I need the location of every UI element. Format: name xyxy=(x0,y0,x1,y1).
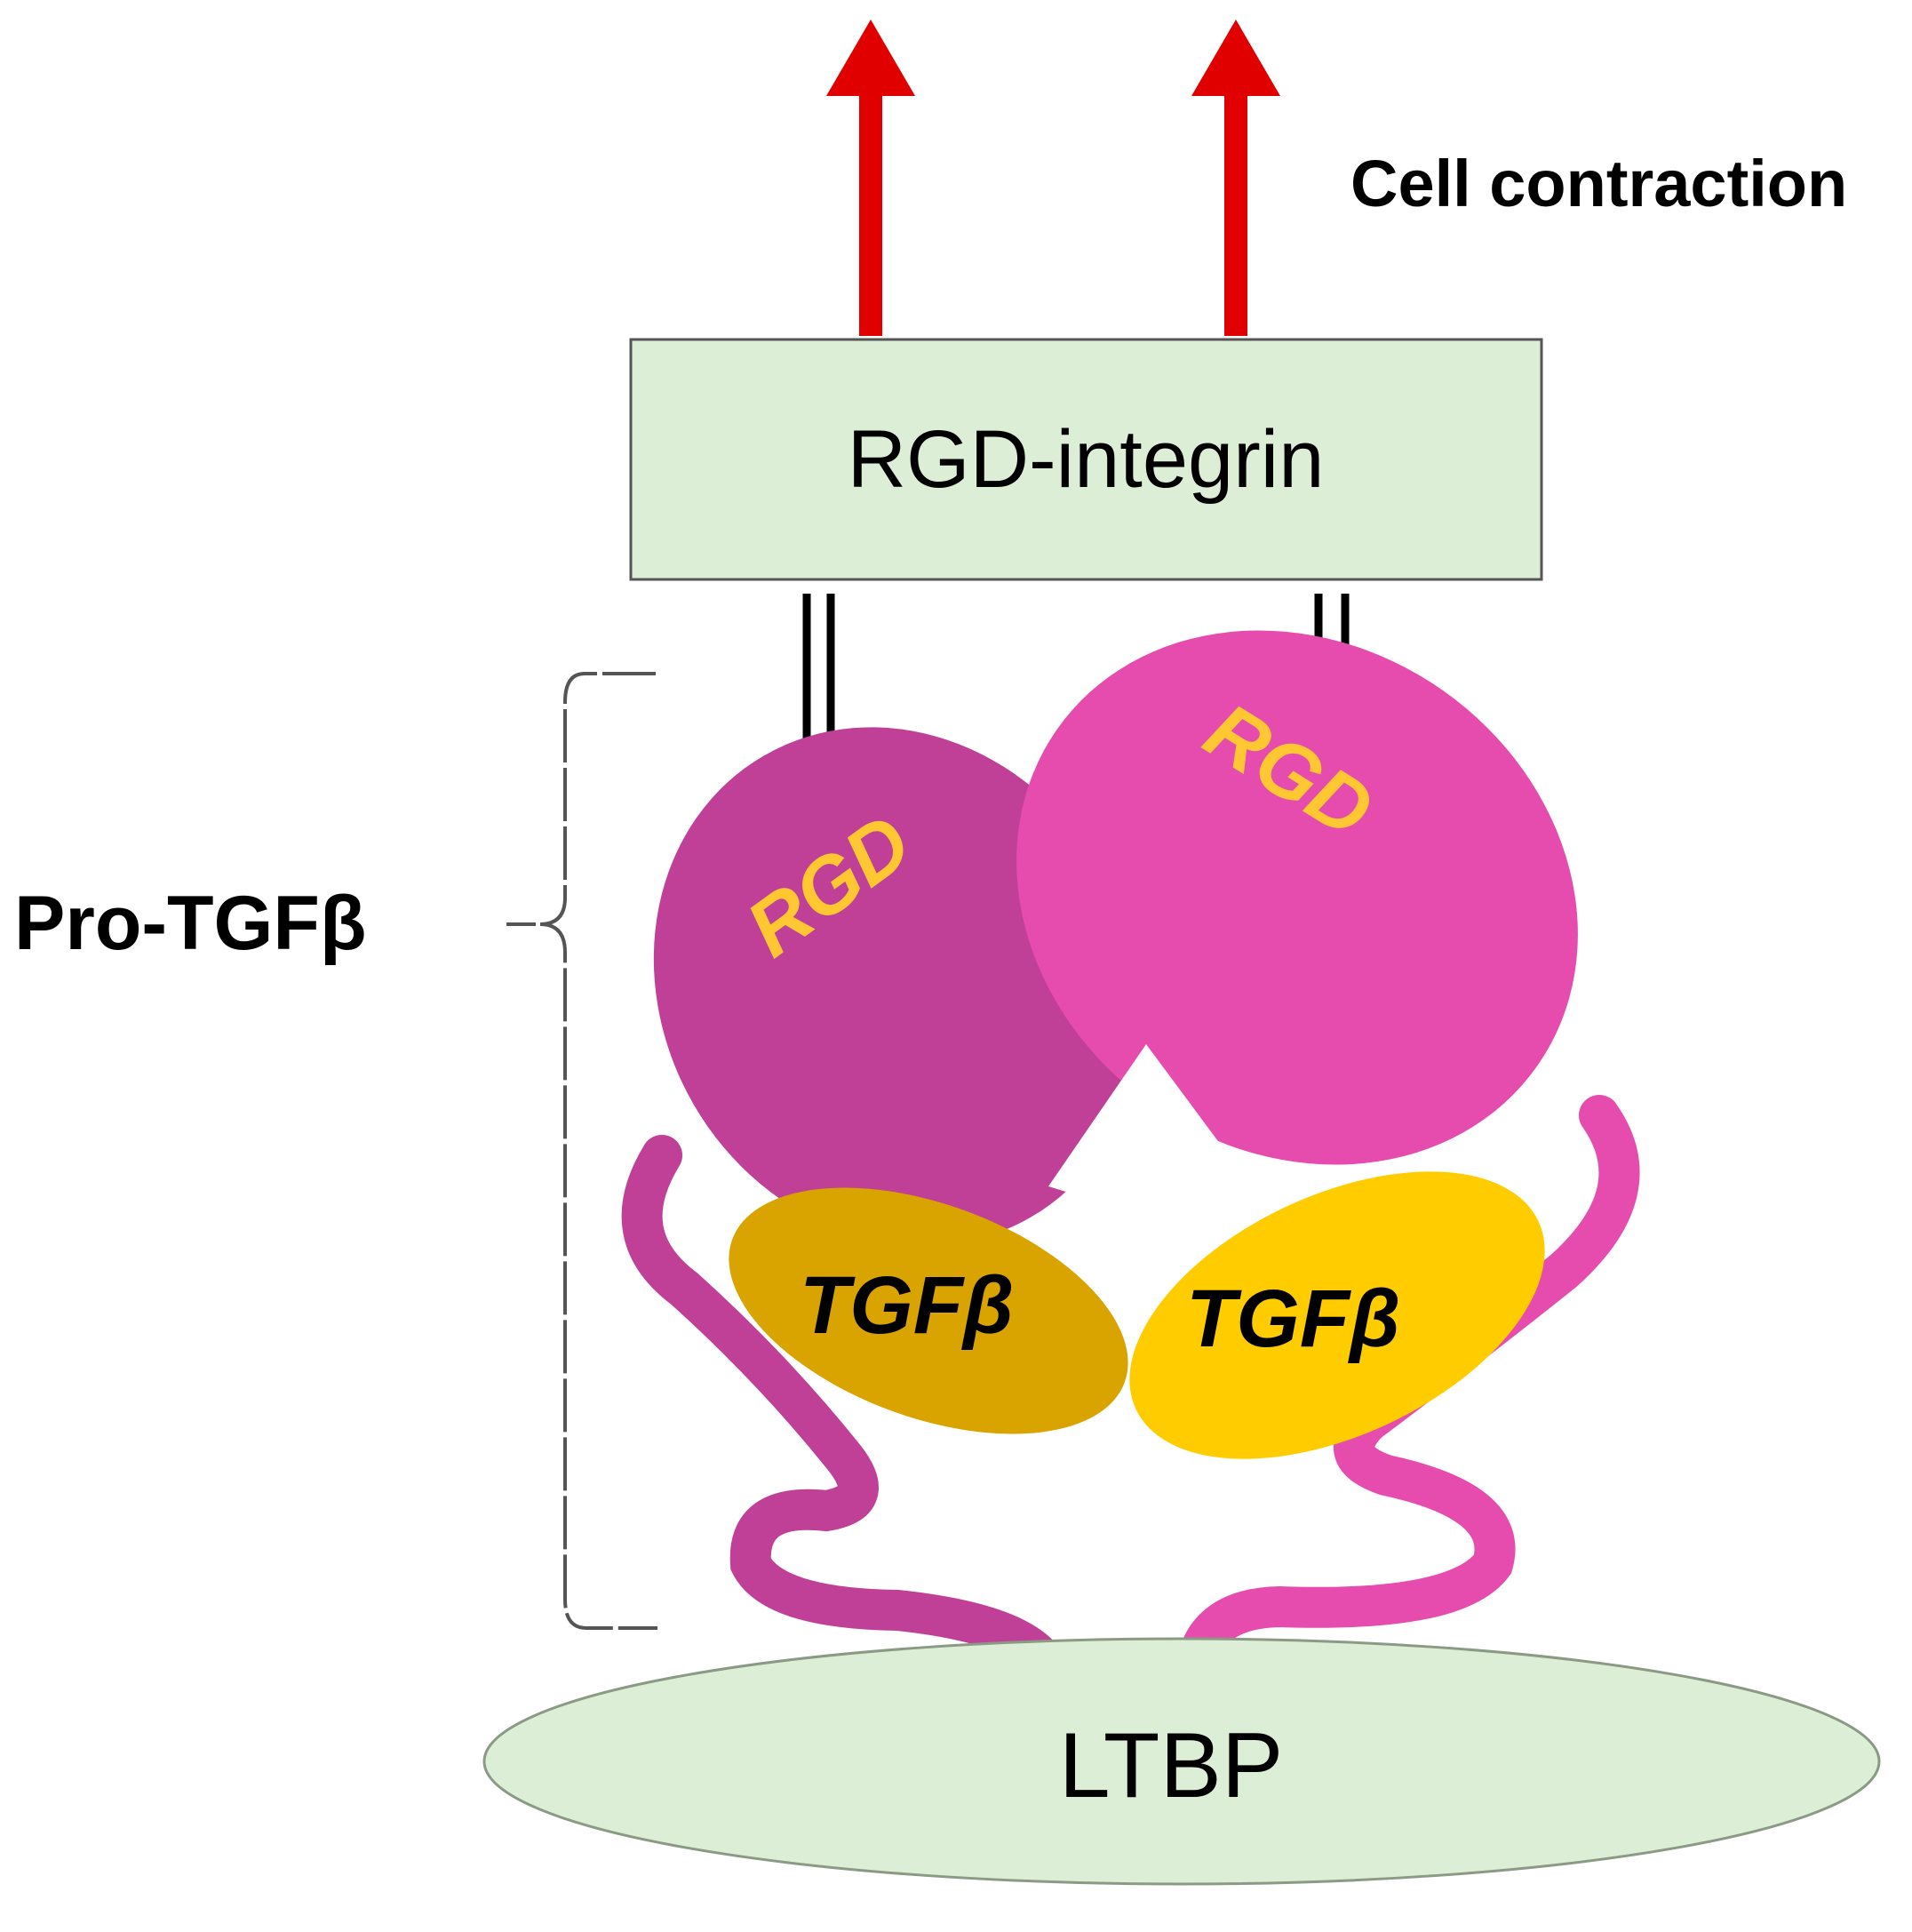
contraction-arrow-left xyxy=(826,20,915,336)
lap-tail-left xyxy=(621,1135,1073,1704)
ltbp-ellipse xyxy=(482,1637,1881,1886)
tgfb-domain-right xyxy=(1129,1171,1545,1459)
cell-contraction-label: Cell contraction xyxy=(1350,147,1847,220)
lap-domain-right xyxy=(1016,630,1578,1165)
pro-tgfb-label: Pro-TGFβ xyxy=(14,881,366,966)
contraction-arrow-right xyxy=(1191,20,1280,336)
rgd-integrin-box xyxy=(629,338,1543,581)
rgd-integrin-label: RGD-integrin xyxy=(848,414,1325,505)
pro-tgfb-bracket xyxy=(506,672,657,1630)
lap-tail-right xyxy=(1175,1095,1640,1704)
tgfb-label-right: TGFβ xyxy=(1186,1273,1400,1364)
tgfb-domain-left xyxy=(729,1187,1128,1434)
tgfb-label-left: TGFβ xyxy=(800,1260,1014,1351)
ltbp-label: LTBP xyxy=(1059,1714,1283,1817)
lap-center-gap xyxy=(1048,1044,1248,1217)
